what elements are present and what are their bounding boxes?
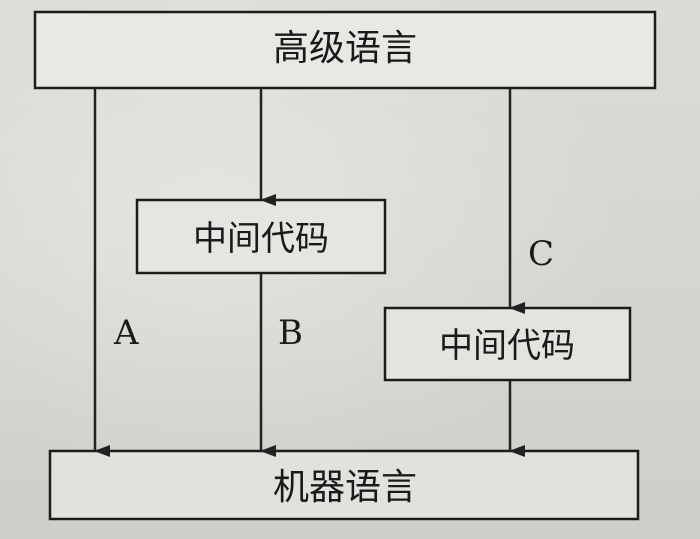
node-intermediate-code-middle-label: 中间代码 (193, 219, 329, 259)
edge-label-b: B (278, 313, 303, 353)
node-intermediate-code-middle: 中间代码 (135, 198, 387, 275)
node-machine-language-label: 机器语言 (273, 467, 417, 508)
edge-label-c: C (528, 234, 554, 274)
node-intermediate-code-right: 中间代码 (383, 306, 632, 382)
node-machine-language: 机器语言 (48, 449, 640, 521)
node-high-level-language: 高级语言 (33, 10, 657, 90)
node-high-level-language-label: 高级语言 (273, 28, 417, 69)
edge-label-a: A (113, 313, 139, 353)
node-intermediate-code-right-label: 中间代码 (439, 326, 575, 366)
